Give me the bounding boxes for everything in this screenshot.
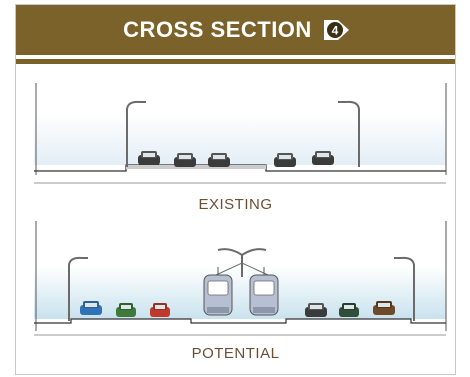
potential-label: POTENTIAL	[191, 345, 280, 362]
potential-cross-section	[34, 221, 447, 336]
header-bar: CROSS SECTION 4	[16, 5, 455, 59]
street-light-right	[394, 256, 415, 321]
car-icon	[208, 153, 230, 167]
header-title: CROSS SECTION	[123, 17, 312, 42]
car-icon	[339, 303, 359, 317]
street-light-right	[338, 100, 360, 167]
car-icon	[150, 303, 170, 317]
street-light-left	[68, 256, 88, 321]
cross-section-panel: CROSS SECTION 4	[15, 4, 456, 375]
car-icon	[274, 153, 296, 167]
car-icon	[174, 153, 196, 167]
section-number: 4	[331, 24, 338, 38]
tram-icon	[203, 267, 233, 316]
car-icon	[80, 301, 102, 315]
car-icon	[305, 303, 327, 317]
existing-label: EXISTING	[198, 196, 273, 213]
car-icon	[373, 301, 395, 315]
street-light-left	[126, 100, 146, 167]
section-number-badge: 4	[322, 17, 349, 43]
existing-cross-section	[34, 83, 447, 184]
tram-icon	[249, 267, 279, 316]
catenary-pole	[215, 248, 269, 277]
car-icon	[116, 303, 136, 317]
car-icon	[312, 151, 334, 165]
car-icon	[138, 151, 160, 165]
